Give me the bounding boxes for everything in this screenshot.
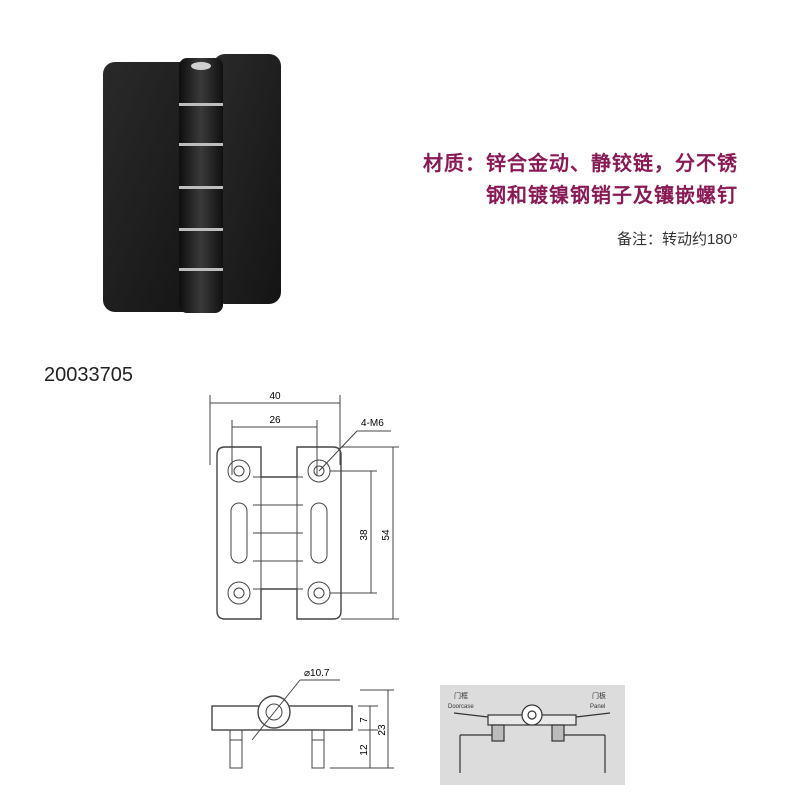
note-text: 备注：转动约180° [616,231,738,248]
model-number: 20033705 [44,364,133,386]
material-line-2: 钢和镀镍钢销子及镶嵌螺钉 [486,185,738,207]
dim-thickness: 7 [359,717,370,723]
dim-height: 54 [381,529,392,541]
door-frame-label-cn: 门框 [454,691,468,700]
front-view-drawing: 40 26 4-M6 38 54 [209,391,399,620]
right-leaf [213,54,281,304]
dim-inner: 26 [269,415,281,426]
knuckle [179,58,223,313]
dim-pin-diameter: ⌀10.7 [304,668,330,679]
left-leaf [103,62,203,312]
hinge-product-photo [103,54,281,313]
dim-hole-spacing: 38 [359,529,370,541]
installation-diagram: 门框 Doorcase 门板 Panel [440,685,625,785]
panel-label-cn: 门板 [592,691,606,700]
dim-width: 40 [269,391,281,402]
door-frame-label-en: Doorcase [448,704,474,710]
material-line-1: 材质：锌合金动、静铰链，分不锈 [423,153,738,175]
screw-callout: 4-M6 [361,418,384,429]
panel-label-en: Panel [590,704,605,710]
side-view-drawing: ⌀10.7 7 12 23 [211,668,394,769]
dim-total-height: 23 [377,724,388,736]
dim-stud: 12 [359,744,370,756]
